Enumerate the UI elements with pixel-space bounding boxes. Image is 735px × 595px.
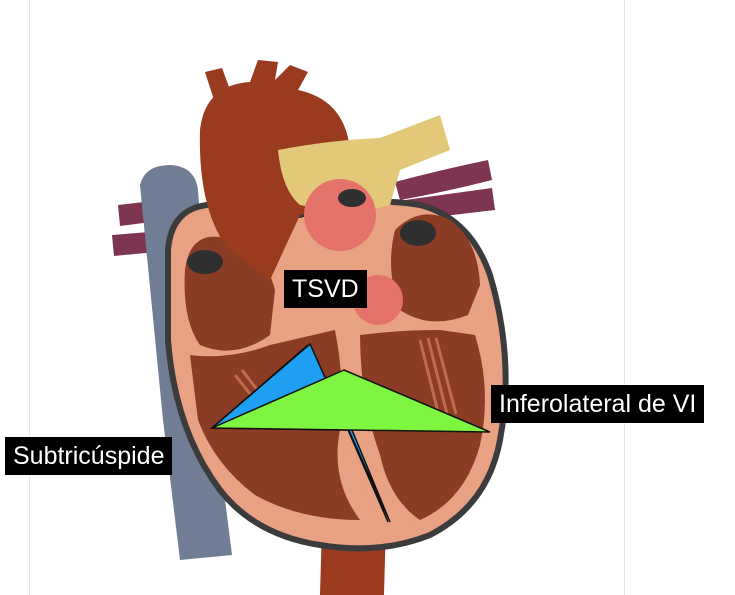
label-inferolateral: Inferolateral de VI xyxy=(491,385,704,423)
label-subtricuspide: Subtricúspide xyxy=(5,437,172,475)
aorta-stub xyxy=(205,68,232,100)
label-tsvd: TSVD xyxy=(284,270,367,308)
mitral-valve-dark xyxy=(400,220,436,246)
tricuspid-valve-dark xyxy=(187,250,223,274)
pulmonary-valve xyxy=(304,179,376,251)
valve-dark-center xyxy=(338,189,366,207)
